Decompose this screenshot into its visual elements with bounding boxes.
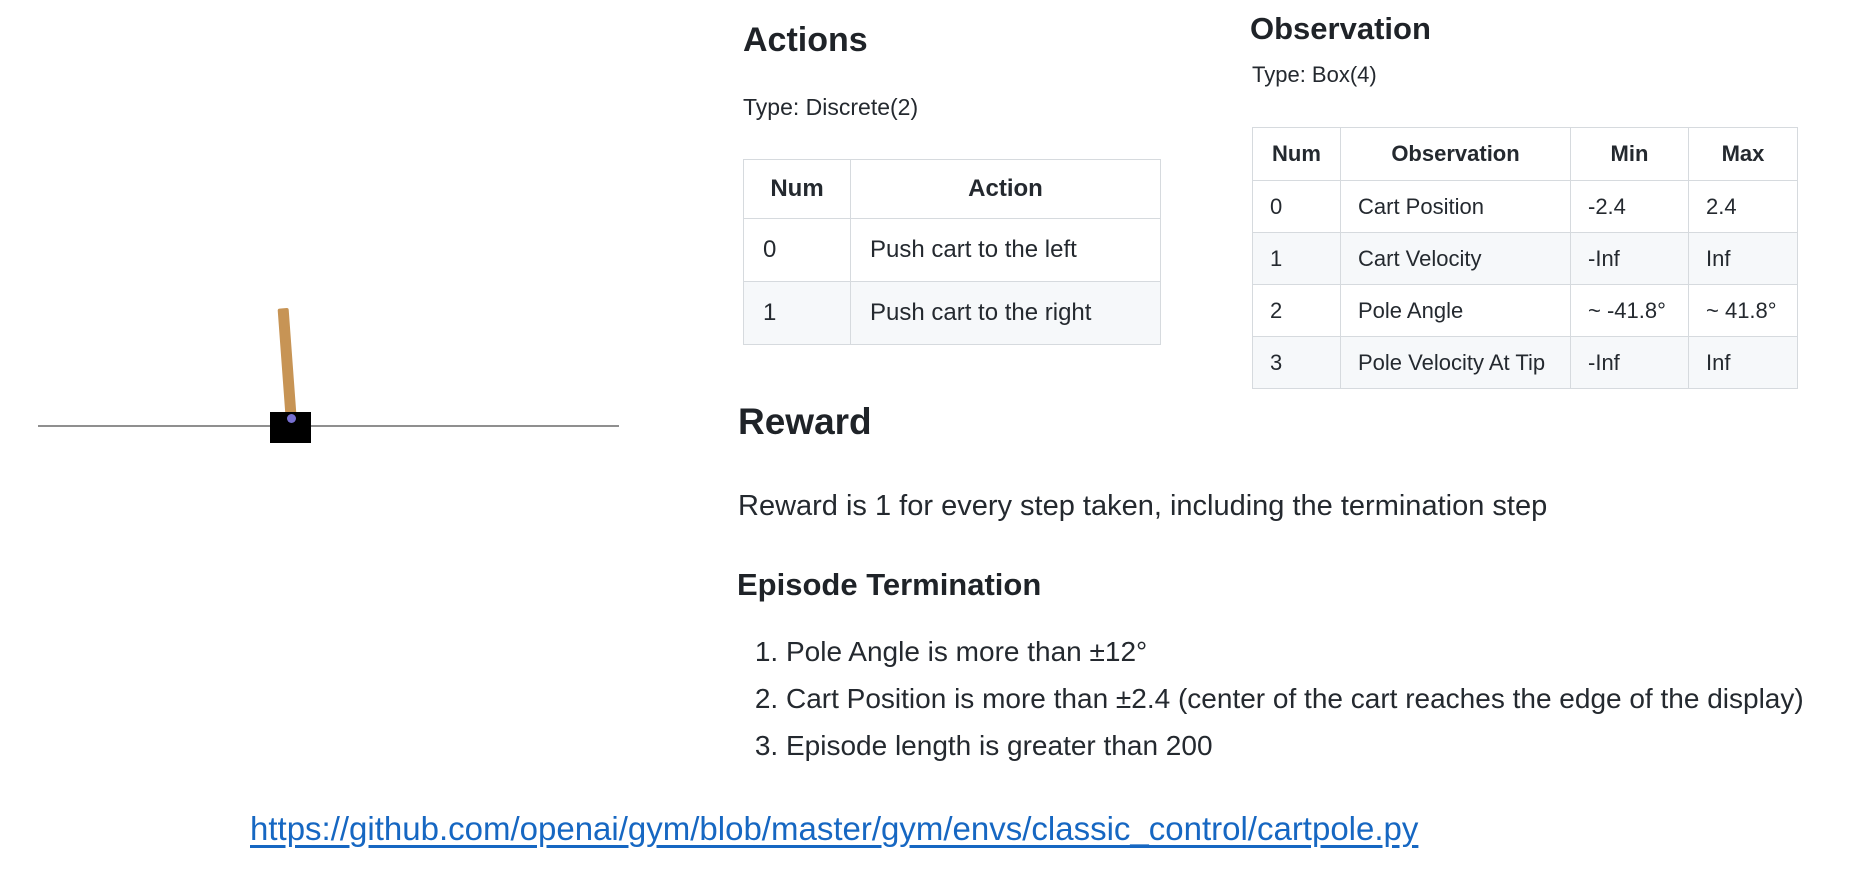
- table-header-row: Num Observation Min Max: [1252, 127, 1798, 181]
- axle-dot: [287, 414, 296, 423]
- observation-type-label: Type: Box(4): [1252, 62, 1377, 87]
- episode-termination-list: Pole Angle is more than ±12° Cart Positi…: [737, 628, 1804, 769]
- list-item: Cart Position is more than ±2.4 (center …: [786, 675, 1804, 722]
- table-cell: Inf: [1688, 232, 1798, 285]
- obs-col-observation: Observation: [1340, 127, 1571, 181]
- table-row: 1 Push cart to the right: [743, 281, 1161, 345]
- source-url-link[interactable]: https://github.com/openai/gym/blob/maste…: [250, 810, 1419, 847]
- table-cell: Cart Velocity: [1340, 232, 1571, 285]
- reward-body-text: Reward is 1 for every step taken, includ…: [738, 490, 1548, 522]
- table-cell: 1: [1252, 232, 1341, 285]
- table-row: 0 Cart Position -2.4 2.4: [1252, 180, 1798, 233]
- table-cell: 1: [743, 281, 851, 345]
- table-cell: ~ 41.8°: [1688, 284, 1798, 337]
- table-cell: -Inf: [1570, 232, 1689, 285]
- list-item: Pole Angle is more than ±12°: [786, 628, 1804, 675]
- table-cell: Inf: [1688, 336, 1798, 389]
- table-cell: 2: [1252, 284, 1341, 337]
- observation-table: Num Observation Min Max 0 Cart Position …: [1252, 127, 1798, 389]
- table-cell: 0: [743, 218, 851, 282]
- actions-type-label: Type: Discrete(2): [743, 94, 919, 120]
- table-cell: Pole Angle: [1340, 284, 1571, 337]
- episode-termination-heading: Episode Termination: [737, 567, 1042, 602]
- table-row: 3 Pole Velocity At Tip -Inf Inf: [1252, 336, 1798, 389]
- obs-col-num: Num: [1252, 127, 1341, 181]
- obs-col-min: Min: [1570, 127, 1689, 181]
- table-cell: Cart Position: [1340, 180, 1571, 233]
- table-row: 0 Push cart to the left: [743, 218, 1161, 282]
- table-cell: Push cart to the right: [850, 281, 1161, 345]
- track-line: [38, 425, 619, 427]
- table-cell: 0: [1252, 180, 1341, 233]
- list-item: Episode length is greater than 200: [786, 722, 1804, 769]
- table-row: 1 Cart Velocity -Inf Inf: [1252, 232, 1798, 285]
- actions-col-num: Num: [743, 159, 851, 219]
- actions-heading: Actions: [743, 21, 868, 59]
- table-cell: 3: [1252, 336, 1341, 389]
- reward-heading: Reward: [738, 401, 872, 442]
- table-cell: 2.4: [1688, 180, 1798, 233]
- obs-col-max: Max: [1688, 127, 1798, 181]
- actions-col-action: Action: [850, 159, 1161, 219]
- table-cell: -Inf: [1570, 336, 1689, 389]
- table-row: 2 Pole Angle ~ -41.8° ~ 41.8°: [1252, 284, 1798, 337]
- table-cell: ~ -41.8°: [1570, 284, 1689, 337]
- table-cell: Pole Velocity At Tip: [1340, 336, 1571, 389]
- table-cell: -2.4: [1570, 180, 1689, 233]
- table-header-row: Num Action: [743, 159, 1161, 219]
- actions-table: Num Action 0 Push cart to the left 1 Pus…: [743, 159, 1161, 345]
- observation-heading: Observation: [1250, 11, 1431, 46]
- pole: [277, 307, 297, 424]
- table-cell: Push cart to the left: [850, 218, 1161, 282]
